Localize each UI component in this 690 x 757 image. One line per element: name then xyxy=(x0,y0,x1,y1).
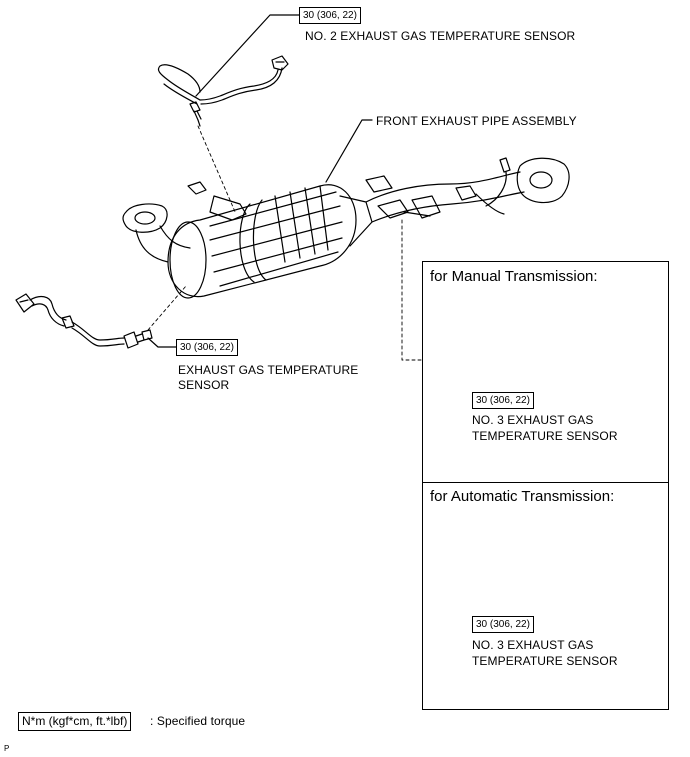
exhaust-sensor-label-line2: SENSOR xyxy=(178,378,230,392)
front-exhaust-pipe-drawing xyxy=(122,157,570,299)
exhaust-sensor-drawing xyxy=(15,293,153,349)
exhaust-sensor-label-line1: EXHAUST GAS TEMPERATURE xyxy=(178,363,359,377)
no2-sensor-torque-box: 30 (306, 22) xyxy=(299,7,361,24)
manual-panel-title: for Manual Transmission: xyxy=(430,268,598,285)
exhaust-sensor-torque-box: 30 (306, 22) xyxy=(176,339,238,356)
automatic-panel-title: for Automatic Transmission: xyxy=(430,488,615,505)
no2-sensor-label: NO. 2 EXHAUST GAS TEMPERATURE SENSOR xyxy=(305,29,576,43)
manual-no3-label-line2: TEMPERATURE SENSOR xyxy=(472,429,618,443)
torque-unit-legend-box: N*m (kgf*cm, ft.*lbf) xyxy=(18,712,132,731)
manual-no3-torque-box: 30 (306, 22) xyxy=(472,392,534,409)
front-pipe-label: FRONT EXHAUST PIPE ASSEMBLY xyxy=(376,114,577,128)
torque-legend-text: : Specified torque xyxy=(150,714,246,728)
automatic-no3-label-line2: TEMPERATURE SENSOR xyxy=(472,654,618,668)
manual-transmission-panel: for Manual Transmission: xyxy=(422,261,669,485)
automatic-transmission-panel: for Automatic Transmission: xyxy=(422,482,669,710)
footer-mark: P xyxy=(4,744,10,753)
automatic-no3-label-line1: NO. 3 EXHAUST GAS xyxy=(472,638,594,652)
no2-sensor-drawing xyxy=(157,55,289,127)
automatic-no3-torque-box: 30 (306, 22) xyxy=(472,616,534,633)
manual-no3-label-line1: NO. 3 EXHAUST GAS xyxy=(472,413,594,427)
